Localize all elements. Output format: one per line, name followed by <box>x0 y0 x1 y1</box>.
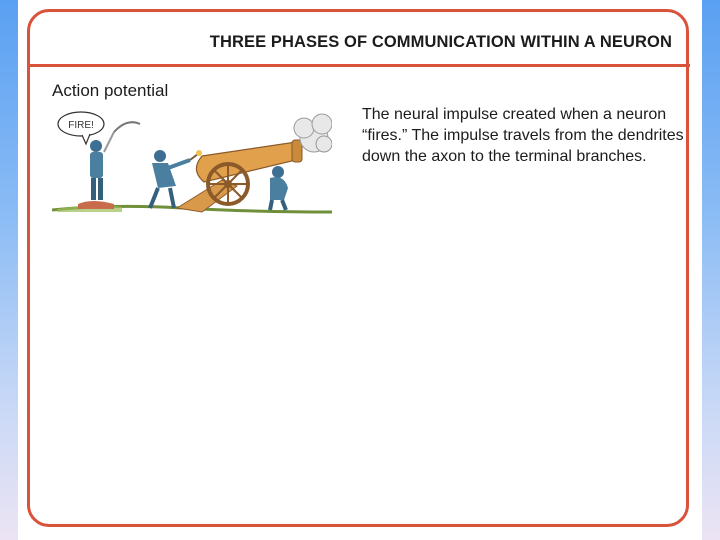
crouching-soldier-figure <box>268 166 288 211</box>
title-divider <box>28 64 690 67</box>
gunner-figure <box>148 150 202 209</box>
speech-bubble: FIRE! <box>57 111 105 146</box>
slide-title: THREE PHASES OF COMMUNICATION WITHIN A N… <box>209 33 672 51</box>
cannon-illustration: FIRE! <box>52 111 332 214</box>
definition-text: The neural impulse created when a neuron… <box>362 106 684 165</box>
section-label: Action potential <box>52 81 169 100</box>
smoke-cloud <box>293 113 332 153</box>
speech-bubble-text: FIRE! <box>68 120 94 131</box>
slide: THREE PHASES OF COMMUNICATION WITHIN A N… <box>18 0 702 540</box>
slide-frame <box>27 9 689 527</box>
officer-figure <box>78 121 141 209</box>
cannon <box>175 139 303 213</box>
